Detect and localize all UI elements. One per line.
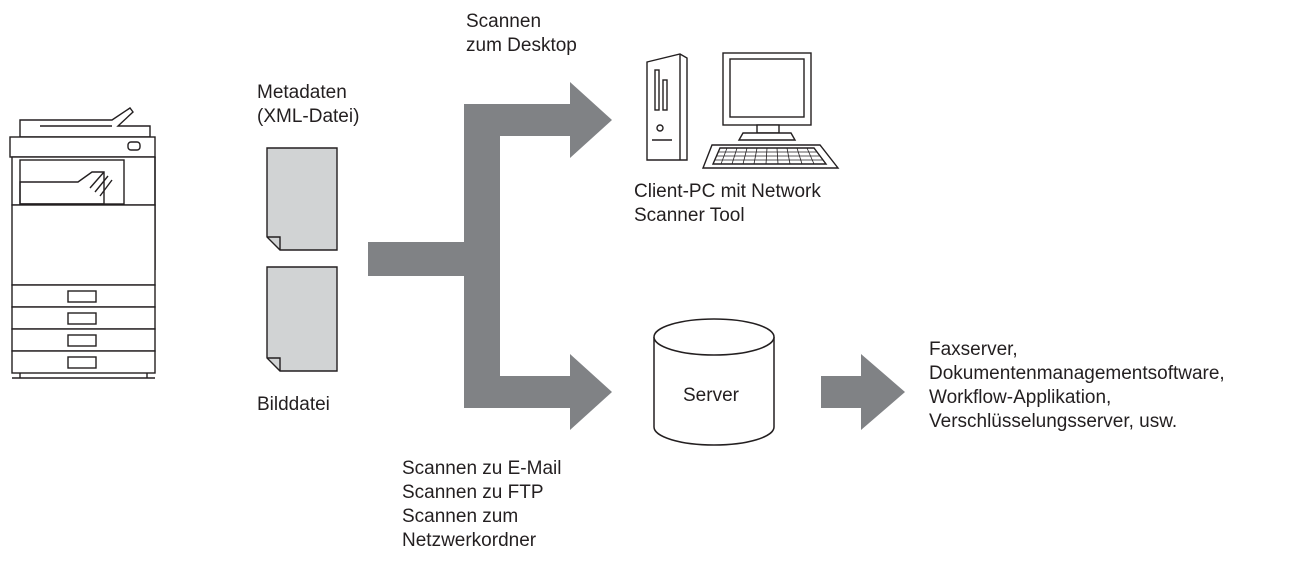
client-pc-label: Client-PC mit Network Scanner Tool — [634, 180, 821, 228]
server-target-fax: Faxserver, — [929, 339, 1018, 360]
server-text: Server — [683, 385, 739, 406]
image-file-label: Bilddatei — [257, 393, 330, 417]
client-pc-line-2: Scanner Tool — [634, 205, 745, 226]
server-targets-label: Faxserver, Dokumentenmanagementsoftware,… — [929, 338, 1225, 434]
server-target-encryption: Verschlüsselungsserver, usw. — [929, 411, 1178, 432]
metadata-line-1: Metadaten — [257, 82, 347, 103]
scan-destination-email: Scannen zu E-Mail — [402, 458, 562, 479]
arrow-icon — [821, 354, 905, 430]
document-icon — [266, 147, 338, 251]
scan-destination-folder-2: Netzwerkordner — [402, 530, 537, 551]
server-target-workflow: Workflow-Applikation, — [929, 387, 1112, 408]
document-icon — [266, 266, 338, 372]
scan-destination-folder-1: Scannen zum — [402, 506, 519, 527]
desktop-scan-line-1: Scannen — [466, 11, 542, 32]
scan-destination-ftp: Scannen zu FTP — [402, 482, 544, 503]
desktop-scan-line-2: zum Desktop — [466, 35, 577, 56]
desktop-scan-label: Scannen zum Desktop — [466, 10, 577, 58]
branch-arrow-icon — [368, 82, 612, 430]
server-cylinder-icon — [653, 318, 775, 446]
desktop-computer-icon — [646, 52, 840, 169]
metadata-line-2: (XML-Datei) — [257, 106, 360, 127]
server-target-dms: Dokumentenmanagementsoftware, — [929, 363, 1225, 384]
client-pc-line-1: Client-PC mit Network — [634, 181, 821, 202]
scan-destinations-label: Scannen zu E-Mail Scannen zu FTP Scannen… — [402, 457, 561, 553]
image-file-text: Bilddatei — [257, 394, 330, 415]
metadata-label: Metadaten (XML-Datei) — [257, 81, 359, 129]
server-label: Server — [683, 384, 739, 408]
multifunction-printer-icon — [9, 107, 156, 379]
